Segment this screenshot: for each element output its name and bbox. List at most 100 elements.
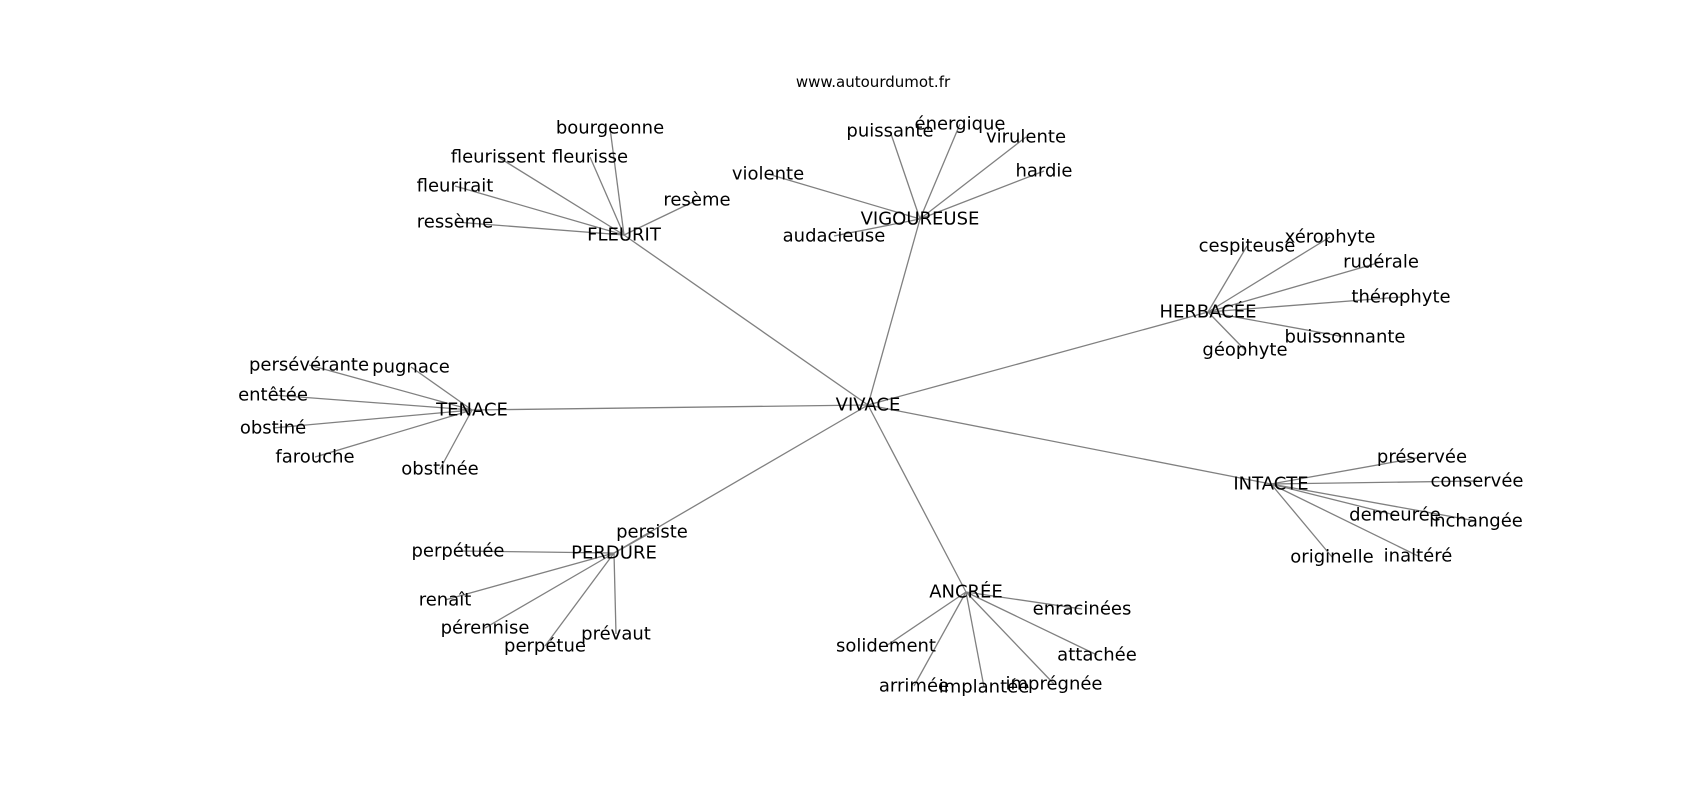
hub-node-label: HERBACÉE xyxy=(1159,301,1256,323)
edge-intacte-word xyxy=(1270,483,1477,522)
edge-herbacee-word xyxy=(1207,245,1248,313)
edge-perdure-word xyxy=(544,552,615,647)
edge-center-ancree xyxy=(867,404,967,593)
edge-tenace-word xyxy=(314,409,473,458)
word-node-label: thérophyte xyxy=(1351,287,1450,308)
word-node-label: obstinée xyxy=(401,459,478,480)
word-node-label: puissante xyxy=(846,121,933,142)
word-node-label: persiste xyxy=(616,522,688,543)
edges-layer xyxy=(272,123,1478,688)
word-node-label: bourgeonne xyxy=(556,118,664,139)
edge-fleurit-word xyxy=(609,127,625,236)
word-node-label: virulente xyxy=(986,127,1066,148)
edge-center-herbacee xyxy=(867,311,1209,406)
edge-vigoureuse-word xyxy=(767,173,921,220)
word-node-label: entêtée xyxy=(238,385,308,406)
word-node-label: attachée xyxy=(1057,645,1137,666)
hub-node-label: TENACE xyxy=(435,400,508,421)
word-node-label: violente xyxy=(732,164,804,185)
edge-ancree-word xyxy=(885,591,967,647)
word-node-label: pérennise xyxy=(441,618,530,639)
word-node-label: rudérale xyxy=(1343,252,1419,273)
word-node-label: obstiné xyxy=(240,418,306,439)
edge-tenace-word xyxy=(272,409,473,429)
word-node-label: renaît xyxy=(419,590,472,611)
edge-tenace-word xyxy=(272,394,473,411)
edge-perdure-word xyxy=(444,552,615,601)
word-node-label: enracinées xyxy=(1033,599,1132,620)
edge-center-tenace xyxy=(471,404,869,411)
edge-tenace-word xyxy=(308,364,473,411)
edge-perdure-word xyxy=(613,552,617,635)
word-node-label: fleurissent xyxy=(451,147,546,168)
word-node-label: fleurisse xyxy=(552,147,628,168)
edge-fleurit-word xyxy=(623,199,698,236)
edge-vigoureuse-word xyxy=(833,218,921,237)
edge-ancree-word xyxy=(965,591,1098,656)
word-node-label: arrimée xyxy=(879,676,949,697)
edge-ancree-word xyxy=(913,591,967,687)
edge-tenace-word xyxy=(439,409,473,470)
edge-herbacee-word xyxy=(1207,296,1402,313)
edge-center-intacte xyxy=(867,404,1272,485)
word-node-label: originelle xyxy=(1290,547,1373,568)
word-node-label: resème xyxy=(663,190,730,211)
word-node-label: énergique xyxy=(915,114,1006,135)
word-node-label: ressème xyxy=(417,212,494,233)
edge-perdure-word xyxy=(484,552,615,629)
edge-fleurit-word xyxy=(589,156,625,236)
edge-center-vigoureuse xyxy=(867,218,921,406)
edge-vigoureuse-word xyxy=(919,123,961,220)
edge-ancree-word xyxy=(965,591,1083,610)
edge-intacte-word xyxy=(1270,456,1423,485)
edge-fleurit-word xyxy=(454,221,625,236)
edge-tenace-word xyxy=(410,366,473,411)
edge-ancree-word xyxy=(965,591,1055,685)
edge-fleurit-word xyxy=(497,156,625,236)
edge-vigoureuse-word xyxy=(889,130,921,220)
word-node-label: xérophyte xyxy=(1285,227,1376,248)
site-url: www.autourdumot.fr xyxy=(796,73,951,91)
edge-vigoureuse-word xyxy=(919,170,1045,220)
word-node-label: inchangée xyxy=(1429,511,1523,532)
word-node-label: prévaut xyxy=(581,624,651,645)
word-node-label: perpétuée xyxy=(411,541,504,562)
word-node-label: préservée xyxy=(1377,447,1467,468)
word-node-label: buissonnante xyxy=(1285,327,1406,348)
word-node-label: demeurée xyxy=(1349,505,1441,526)
labels-layer: bourgeonne fleurissent fleurisse fleurirait… xyxy=(238,114,1523,698)
edge-center-perdure xyxy=(613,404,869,554)
word-node-label: cespiteuse xyxy=(1199,236,1296,257)
word-node-label: géophyte xyxy=(1202,340,1287,361)
hub-node-label: INTACTE xyxy=(1233,474,1308,495)
hub-node-label: PERDURE xyxy=(571,543,657,564)
hub-node-label: ANCRÉE xyxy=(929,581,1003,603)
word-node-label: farouche xyxy=(275,447,354,468)
edge-fleurit-word xyxy=(454,185,625,236)
edge-center-fleurit xyxy=(623,234,869,406)
edge-herbacee-word xyxy=(1207,311,1346,338)
word-node-label: implantée xyxy=(939,677,1030,698)
edge-herbacee-word xyxy=(1207,261,1382,313)
hub-node-label: FLEURIT xyxy=(587,225,662,246)
edge-herbacee-word xyxy=(1207,311,1246,351)
word-node-label: imprégnée xyxy=(1005,674,1102,695)
edge-intacte-word xyxy=(1270,480,1478,485)
word-node-label: inaltéré xyxy=(1384,546,1453,567)
edge-herbacee-word xyxy=(1207,236,1331,313)
center-node-label: VIVACE xyxy=(836,395,901,416)
word-node-label: persévérante xyxy=(249,355,369,376)
edge-vigoureuse-word xyxy=(919,136,1027,220)
edge-perdure-word xyxy=(457,550,615,554)
edge-ancree-word xyxy=(965,591,985,688)
word-node-label: solidement xyxy=(836,636,936,657)
word-node-label: audacieuse xyxy=(783,226,886,247)
edge-intacte-word xyxy=(1270,483,1333,558)
edge-perdure-word xyxy=(613,531,653,554)
edge-intacte-word xyxy=(1270,483,1396,516)
word-node-label: hardie xyxy=(1015,161,1072,182)
word-node-label: fleurirait xyxy=(417,176,494,197)
edge-intacte-word xyxy=(1270,483,1419,557)
hub-node-label: VIGOUREUSE xyxy=(861,209,980,230)
